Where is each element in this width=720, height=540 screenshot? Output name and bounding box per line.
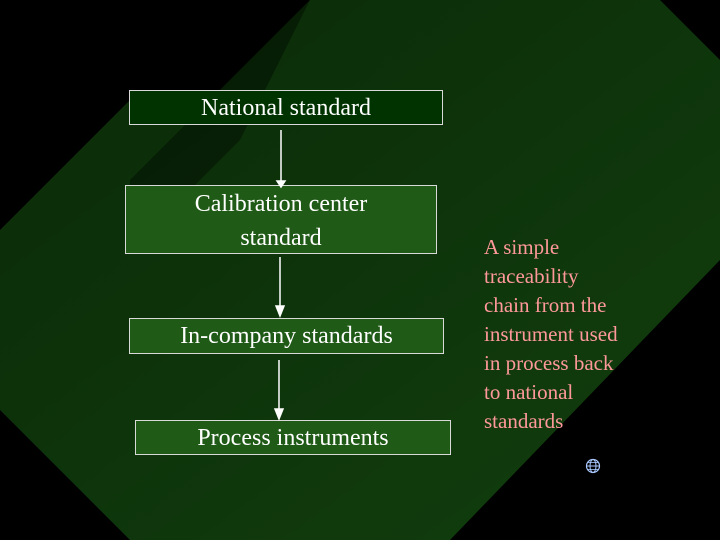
node-label-line1: Calibration center xyxy=(194,191,368,217)
caption-line: A simple xyxy=(484,235,560,259)
node-label: In-company standards xyxy=(180,323,393,349)
node-national-standard: National standard xyxy=(129,90,443,125)
node-label: National standard xyxy=(201,95,371,121)
node-label-line2: standard xyxy=(240,225,322,251)
node-process-instruments: Process instruments xyxy=(135,420,451,455)
globe-icon[interactable] xyxy=(585,458,601,474)
caption-line: standards xyxy=(484,409,564,433)
node-in-company-standards: In-company standards xyxy=(129,318,444,354)
node-calibration-center-standard: Calibration center standard xyxy=(125,185,437,254)
caption-line: in process back xyxy=(484,351,614,375)
caption-line: traceability xyxy=(484,264,579,288)
caption-line: instrument used xyxy=(484,322,618,346)
caption-line: chain from the xyxy=(484,293,607,317)
caption-note: A simple traceability chain from the ins… xyxy=(484,233,654,436)
node-label: Process instruments xyxy=(197,425,389,451)
caption-line: to national xyxy=(484,380,574,404)
